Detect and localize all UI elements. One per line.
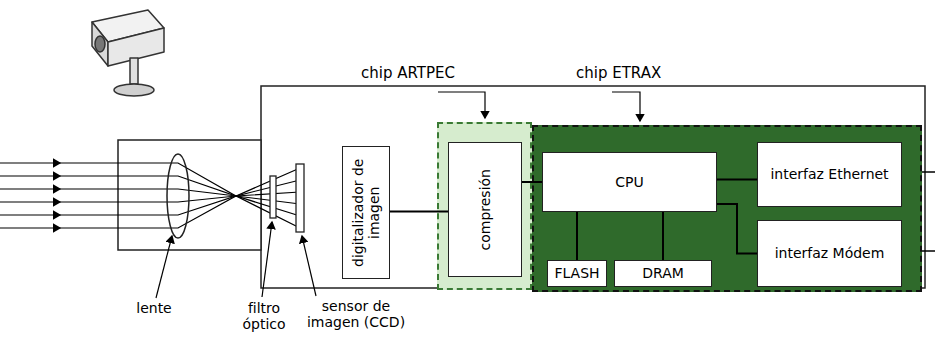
box-text: digitalizador de imagen <box>350 147 382 278</box>
connector-line <box>522 181 542 183</box>
process-box: digitalizador de imagen <box>342 146 390 279</box>
part-label: sensor de imagen (CCD) <box>300 298 412 330</box>
box-text: DRAM <box>642 265 684 281</box>
chip-heading: chip ARTPEC <box>359 64 457 82</box>
camera-stand <box>130 58 138 84</box>
chip-region: chip ARTPECcompresión <box>437 122 532 290</box>
connector-line <box>717 179 757 181</box>
part-label: lente <box>124 300 184 316</box>
leader-line <box>156 236 172 298</box>
ray <box>60 196 300 228</box>
optical-filter <box>270 176 276 218</box>
memory-box: DRAM <box>614 260 712 287</box>
interface-box: interfaz Ethernet <box>757 142 902 207</box>
ray <box>0 201 60 202</box>
connector-line <box>576 212 578 260</box>
camera-lens <box>95 36 105 52</box>
ray <box>0 162 60 163</box>
ray <box>0 214 60 215</box>
process-box: compresión <box>448 142 522 277</box>
leader-line <box>438 92 485 118</box>
part-label: filtro óptico <box>232 300 296 332</box>
ray <box>60 176 300 196</box>
leader-line <box>302 236 316 296</box>
process-box: CPU <box>542 152 717 212</box>
ray <box>0 227 60 228</box>
ray <box>60 163 300 196</box>
ccd-sensor <box>296 164 304 232</box>
box-text: CPU <box>615 174 643 190</box>
chip-heading: chip ETRAX <box>574 64 663 82</box>
camera-front <box>92 22 108 66</box>
ray <box>60 196 300 216</box>
lens-shape <box>167 154 189 238</box>
box-text: FLASH <box>554 265 599 281</box>
ray <box>0 175 60 176</box>
box-text: interfaz Ethernet <box>770 166 888 182</box>
box-text: interfaz Módem <box>775 245 885 261</box>
connector-line <box>390 211 448 213</box>
camera-icon <box>92 10 164 96</box>
connector-line <box>717 204 757 254</box>
box-text: compresión <box>477 169 493 250</box>
ray <box>60 189 300 196</box>
chip-region: chip ETRAXCPUFLASHDRAMinterfaz Etherneti… <box>532 125 922 292</box>
memory-box: FLASH <box>547 260 607 287</box>
leader-line <box>262 222 272 297</box>
light-rays <box>0 163 300 228</box>
ray <box>0 188 60 189</box>
ray <box>60 196 300 204</box>
leader-line <box>612 92 640 121</box>
interface-box: interfaz Módem <box>757 220 902 287</box>
connector-line <box>662 212 664 260</box>
camera-base <box>114 84 154 96</box>
